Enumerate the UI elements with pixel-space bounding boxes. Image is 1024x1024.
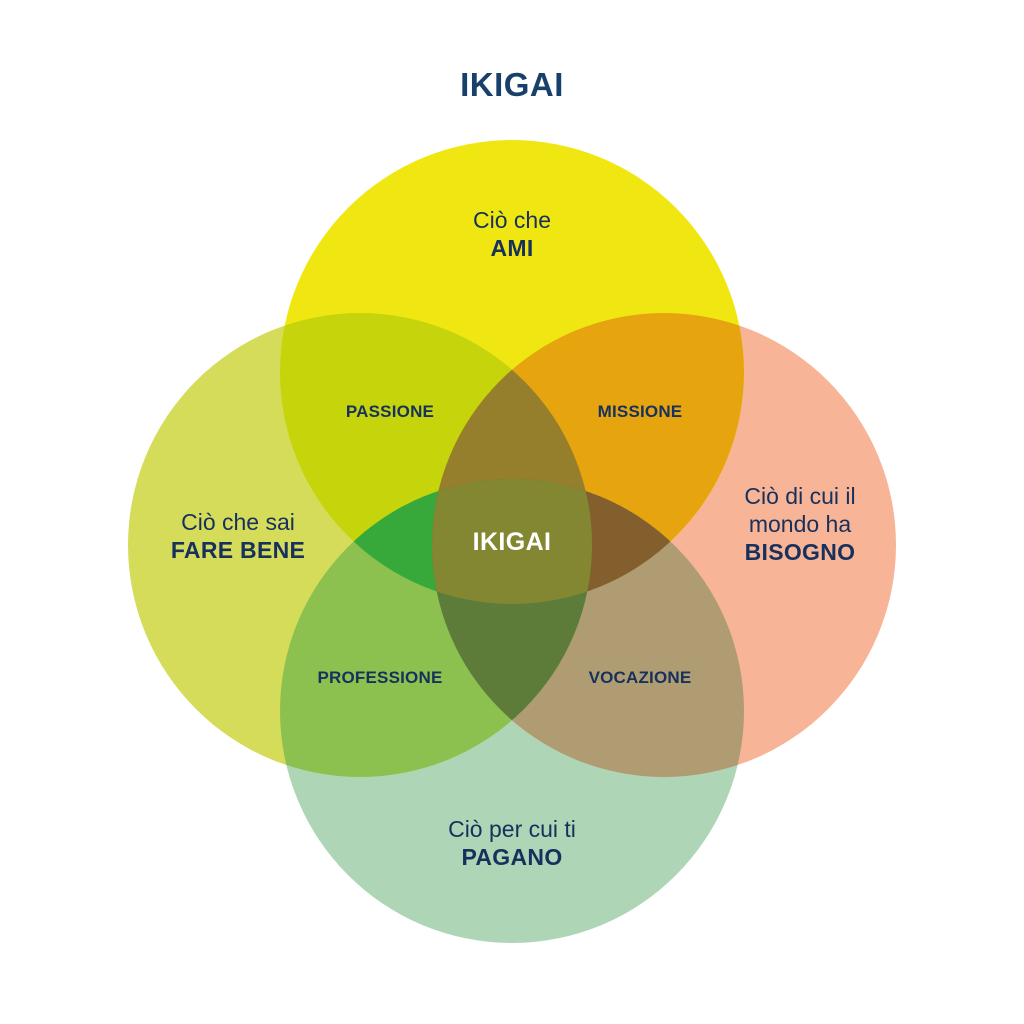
label-paid-for-text: Ciò per cui ti — [448, 816, 576, 842]
center-label: IKIGAI — [472, 528, 552, 556]
zone-passione: PASSIONE — [345, 402, 435, 421]
page-title: IKIGAI — [460, 66, 564, 103]
label-good-at-keyword: FARE BENE — [170, 537, 306, 564]
overlap-good-paid-needs — [432, 479, 592, 777]
label-world-needs-text-1: Ciò di cui il — [744, 483, 856, 509]
zone-professione: PROFESSIONE — [317, 668, 443, 687]
zone-vocazione: VOCAZIONE — [588, 668, 692, 687]
label-love-text: Ciò che — [473, 207, 551, 233]
label-love-keyword: AMI — [490, 235, 534, 262]
label-paid-for: Ciò per cui ti PAGANO — [412, 815, 612, 871]
label-love: Ciò che AMI — [412, 206, 612, 262]
label-good-at-text: Ciò che sai — [181, 509, 295, 535]
label-world-needs-keyword: BISOGNO — [744, 539, 856, 566]
zone-missione: MISSIONE — [597, 402, 683, 421]
label-paid-for-keyword: PAGANO — [461, 844, 563, 871]
label-good-at: Ciò che sai FARE BENE — [138, 508, 338, 564]
label-world-needs: Ciò di cui il mondo ha BISOGNO — [700, 482, 900, 566]
label-world-needs-text-2: mondo ha — [748, 511, 852, 538]
overlap-love-needs-good — [432, 313, 592, 604]
